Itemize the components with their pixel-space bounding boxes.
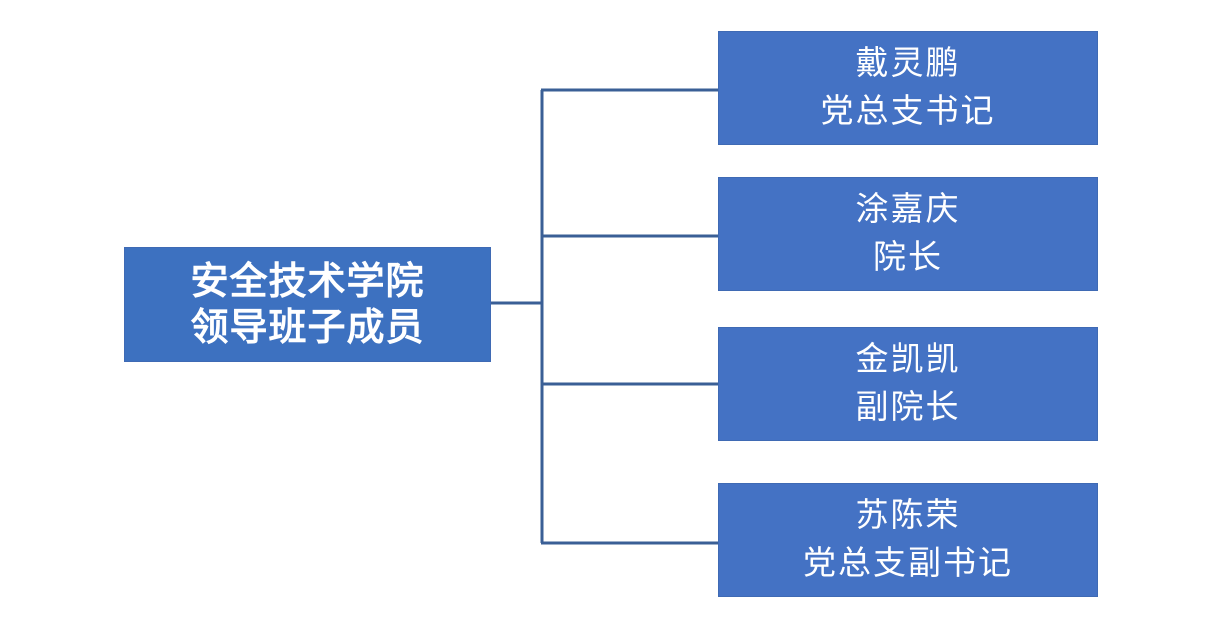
child-node-1-name: 戴灵鹏 (855, 46, 961, 82)
root-node-line1: 安全技术学院 (190, 260, 425, 303)
child-node-2-name: 涂嘉庆 (855, 192, 961, 228)
root-node-line2: 领导班子成员 (190, 306, 425, 349)
child-node-3-title: 副院长 (855, 390, 961, 426)
child-node-4-title: 党总支副书记 (803, 546, 1013, 582)
child-node-3-name: 金凯凯 (855, 342, 961, 378)
child-node-2[interactable]: 涂嘉庆 院长 (718, 177, 1098, 291)
child-node-4[interactable]: 苏陈荣 党总支副书记 (718, 483, 1098, 597)
child-node-4-name: 苏陈荣 (855, 498, 961, 534)
child-node-1-title: 党总支书记 (820, 94, 996, 130)
child-node-2-title: 院长 (873, 240, 943, 276)
child-node-3[interactable]: 金凯凯 副院长 (718, 327, 1098, 441)
child-node-1[interactable]: 戴灵鹏 党总支书记 (718, 31, 1098, 145)
root-node[interactable]: 安全技术学院 领导班子成员 (124, 247, 491, 362)
